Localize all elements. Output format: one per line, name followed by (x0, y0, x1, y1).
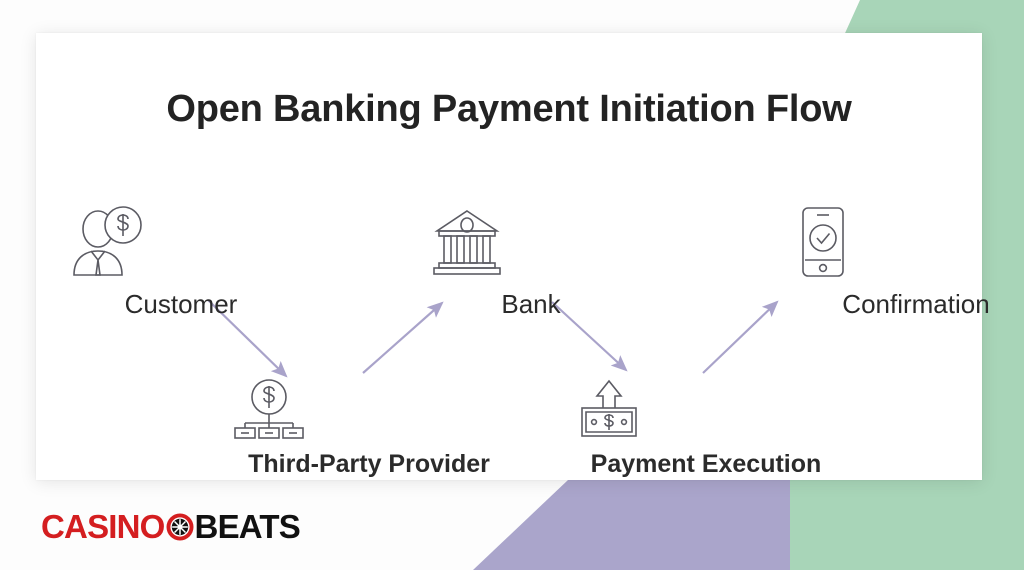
purple-shape-bottom (473, 480, 790, 570)
node-label-bank: Bank (501, 289, 561, 319)
node-bank[interactable]: Bank (431, 205, 631, 320)
green-shape-bottom-right (560, 60, 1024, 570)
phone-check-icon (796, 205, 1024, 283)
roulette-wheel-icon (166, 513, 194, 541)
node-label-confirmation: Confirmation (842, 289, 990, 319)
node-label-payment-execution: Payment Execution (590, 450, 822, 478)
brand-logo[interactable]: CASINO BEATS (41, 505, 301, 547)
node-customer[interactable]: Customer (66, 205, 296, 320)
node-payment-execution[interactable]: Payment Execution (576, 378, 836, 479)
arrow-execution-to-confirm (702, 300, 779, 374)
banknote-arrow-up-icon (576, 378, 836, 444)
logo-text-beats: BEATS (194, 507, 301, 545)
content-card: Open Banking Payment Initiation Flow (36, 33, 990, 480)
logo-text-casino: CASINO (41, 507, 165, 545)
node-third-party-provider[interactable]: Third-Party Provider (234, 378, 504, 479)
node-label-third-party-provider: Third-Party Provider (248, 450, 490, 478)
node-confirmation[interactable]: Confirmation (796, 205, 1024, 320)
dollar-network-icon (234, 378, 504, 444)
customer-dollar-icon (66, 205, 296, 283)
bank-building-icon (431, 205, 631, 283)
node-label-customer: Customer (124, 289, 238, 319)
page-title: Open Banking Payment Initiation Flow (166, 88, 852, 130)
